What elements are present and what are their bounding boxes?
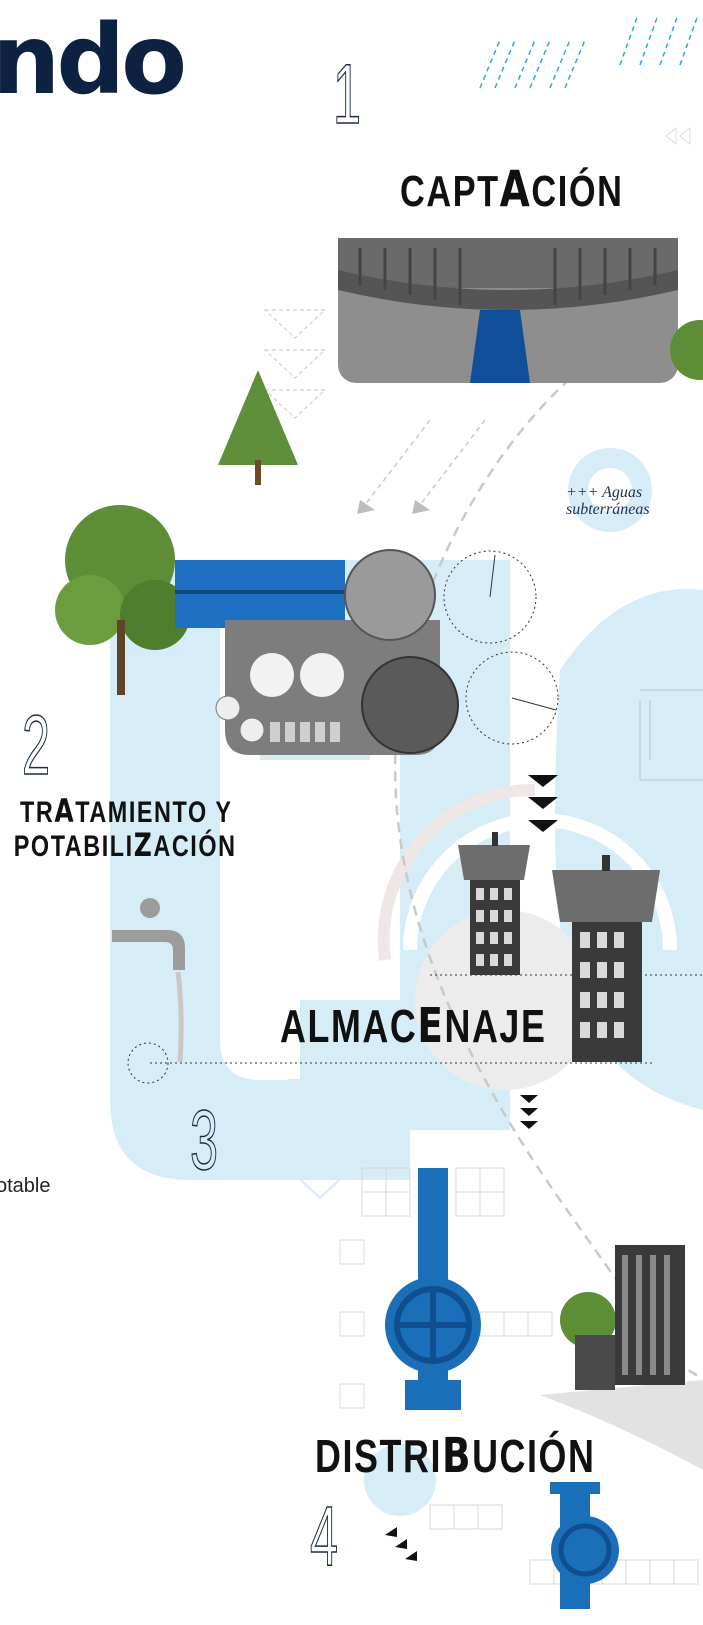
decor-dashes <box>479 14 699 89</box>
title-highlight-letter: B <box>441 1428 473 1484</box>
oak-tree <box>55 505 190 695</box>
note-line: subterráneas <box>566 501 650 518</box>
step-3-title: ALMACENAJE <box>280 998 546 1054</box>
triangle-decor-top <box>263 309 327 419</box>
step-2-number: 2 <box>22 698 51 792</box>
step-4-number: 4 <box>310 1489 339 1583</box>
edge-tree <box>670 320 703 380</box>
title-part: CAPT <box>400 167 500 216</box>
title-part: TR <box>20 796 55 829</box>
title-part: ACIÓN <box>153 830 237 863</box>
valve-small-image <box>550 1482 619 1609</box>
step-3-number: 3 <box>190 1093 219 1187</box>
step-2-title: TRATAMIENTO Y POTABILIZACIÓN <box>14 792 237 864</box>
water-tower-small <box>458 832 530 975</box>
title-part: POTABILI <box>13 830 134 863</box>
small-arrows-icon <box>385 1527 417 1561</box>
dotted-circles <box>127 550 559 1084</box>
title-highlight-letter: E <box>417 998 445 1054</box>
title-highlight-letter: A <box>499 160 532 218</box>
valve-image <box>385 1168 481 1410</box>
note-line: +++ Aguas <box>566 484 643 501</box>
title-part: UCIÓN <box>472 1430 596 1482</box>
dam-image <box>338 238 678 383</box>
title-highlight-letter: Z <box>133 826 154 864</box>
groundwater-note: +++ Aguas subterráneas <box>566 484 650 518</box>
cut-off-text: otable <box>0 1175 51 1197</box>
step-4-title: DISTRIBUCIÓN <box>315 1428 595 1484</box>
title-part: CIÓN <box>531 167 624 216</box>
water-tower-large <box>552 855 660 1062</box>
dashed-arrows <box>364 419 486 506</box>
small-triangles <box>665 126 691 146</box>
faint-tower <box>639 689 703 781</box>
pine-tree <box>218 370 298 485</box>
title-part: DISTRI <box>315 1430 442 1482</box>
triangle-decor-bottom <box>287 1079 353 1200</box>
title-highlight-letter: A <box>54 792 76 830</box>
step-1-number: 1 <box>333 47 362 141</box>
title-part: ALMAC <box>280 1000 418 1052</box>
treatment-plant-image <box>175 549 459 755</box>
step-1-title: CAPTACIÓN <box>400 160 623 218</box>
title-part: NAJE <box>444 1000 547 1052</box>
faucet-image <box>112 898 185 1063</box>
grey-circle <box>415 910 595 1090</box>
title-part: TAMIENTO Y <box>75 796 233 829</box>
chevron-down-icon <box>520 775 558 1129</box>
pink-arc <box>377 783 536 961</box>
headline-fragment: ndo <box>0 4 187 116</box>
city-image <box>540 1245 703 1470</box>
